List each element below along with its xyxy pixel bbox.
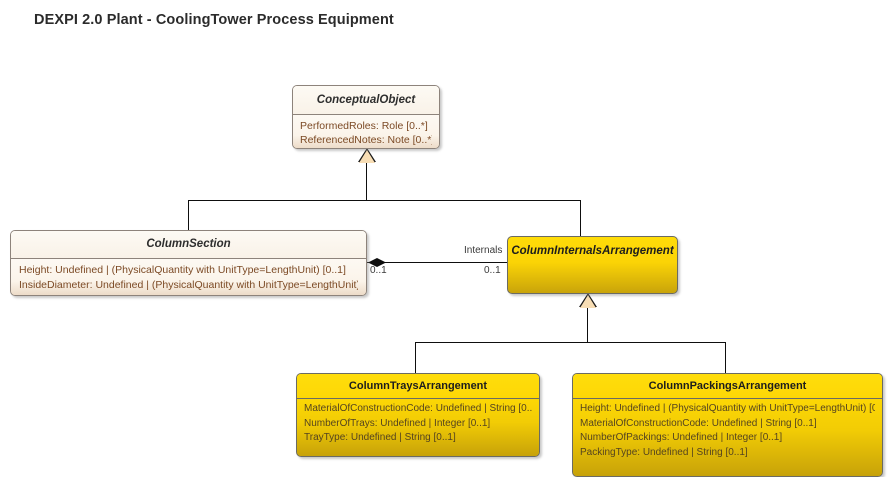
class-attribute: ReferencedNotes: Note [0..*]: [300, 134, 432, 146]
class-name-column-internals-arrangement: ColumnInternalsArrangement: [511, 245, 674, 257]
class-attribute: TrayType: Undefined | String [0..1]: [304, 432, 456, 443]
generalization-stem-conceptual-object: [366, 162, 367, 201]
class-name-column-section: ColumnSection: [11, 231, 366, 258]
class-attribute: Height: Undefined | (PhysicalQuantity wi…: [580, 403, 875, 414]
class-box-column-internals-arrangement[interactable]: ColumnInternalsArrangement: [507, 236, 678, 294]
generalization-bus-conceptual-object: [188, 200, 580, 201]
class-attribute: MaterialOfConstructionCode: Undefined | …: [580, 417, 817, 429]
generalization-branch-column-packings-arrangement: [725, 342, 726, 374]
class-name-column-packings-arrangement: ColumnPackingsArrangement: [573, 374, 882, 398]
generalization-branch-column-section: [188, 200, 189, 231]
class-attribute: MaterialOfConstructionCode: Undefined | …: [304, 403, 532, 414]
generalization-stem-column-internals-arrangement: [587, 307, 588, 343]
class-attributes-column-trays-arrangement: MaterialOfConstructionCode: Undefined | …: [297, 398, 539, 456]
page-title: DEXPI 2.0 Plant - CoolingTower Process E…: [34, 12, 394, 28]
association-multiplicity-source: 0..1: [370, 265, 387, 276]
class-attributes-column-packings-arrangement: Height: Undefined | (PhysicalQuantity wi…: [573, 398, 882, 476]
class-box-column-packings-arrangement[interactable]: ColumnPackingsArrangement Height: Undefi…: [572, 373, 883, 477]
class-box-column-section[interactable]: ColumnSection Height: Undefined | (Physi…: [10, 230, 367, 296]
class-name-column-trays-arrangement: ColumnTraysArrangement: [297, 374, 539, 398]
class-box-conceptual-object[interactable]: ConceptualObject PerformedRoles: Role [0…: [292, 85, 440, 149]
class-attributes-conceptual-object: PerformedRoles: Role [0..*] ReferencedNo…: [293, 114, 439, 148]
generalization-arrowhead-column-internals-arrangement: [580, 294, 596, 308]
class-attribute: Height: Undefined | (PhysicalQuantity wi…: [19, 264, 346, 276]
class-attribute: InsideDiameter: Undefined | (PhysicalQua…: [19, 278, 358, 291]
class-box-column-trays-arrangement[interactable]: ColumnTraysArrangement MaterialOfConstru…: [296, 373, 540, 457]
generalization-branch-column-internals-arrangement: [580, 200, 581, 237]
class-name-conceptual-object: ConceptualObject: [293, 86, 439, 114]
class-attribute: PackingType: Undefined | String [0..1]: [580, 446, 748, 458]
class-attributes-column-section: Height: Undefined | (PhysicalQuantity wi…: [11, 258, 366, 295]
association-multiplicity-target: 0..1: [484, 265, 501, 276]
composition-diamond-column-section: [368, 258, 386, 267]
class-attribute: PerformedRoles: Role [0..*]: [300, 120, 428, 132]
class-attribute: NumberOfPackings: Undefined | Integer [0…: [580, 432, 783, 443]
generalization-branch-column-trays-arrangement: [415, 342, 416, 374]
composition-line-internals: [367, 262, 507, 263]
association-role-label-internals: Internals: [464, 245, 503, 256]
class-attribute: NumberOfTrays: Undefined | Integer [0..1…: [304, 417, 491, 429]
generalization-bus-column-internals-arrangement: [415, 342, 726, 343]
generalization-arrowhead-conceptual-object: [359, 149, 375, 163]
